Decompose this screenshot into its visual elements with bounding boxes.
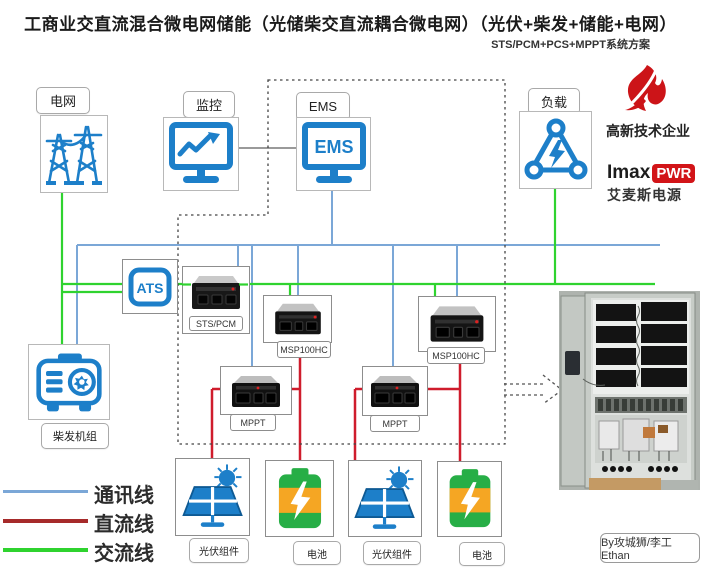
ac-bus-stubs [182,283,248,286]
pwr-badge: PWR [652,163,696,183]
msp100hc-label-2: MSP100HC [427,347,485,364]
mppt-node-2 [362,366,428,416]
legend-label-ac: 交流线 [94,543,154,565]
battery-node-2 [437,461,502,537]
monitor-node [163,117,239,191]
legend-line-dc [3,519,88,523]
genset-node [28,344,110,420]
ats-switch-icon: ATS [128,267,172,306]
imax-brand-text: Imax [607,162,651,183]
ems-monitor-icon: EMS [301,122,366,183]
rack-device-icon [192,276,240,309]
battery-label-2: 电池 [459,542,505,566]
ats-node: ATS [122,259,178,314]
grid-node [40,115,108,193]
rack-device-icon [274,303,321,335]
legend-line-comm [3,490,88,493]
legend-line-ac [3,548,88,552]
mppt-label-1: MPPT [230,414,276,431]
solar-panel-icon [181,464,243,527]
sts-pcm-label: STS/PCM [189,316,243,331]
page-subtitle: STS/PCM+PCS+MPPT系统方案 [491,39,650,51]
transmission-tower-icon [45,125,103,185]
credit-badge: By攻城狮/李工Ethan [600,533,700,563]
hightech-logo [617,64,673,120]
load-node [519,111,592,189]
ems-node: EMS [296,117,371,191]
legend-label-comm: 通讯线 [94,485,154,507]
pv-label-2: 光伏组件 [363,541,421,565]
rack-device-icon [371,376,419,407]
mppt-label-2: MPPT [370,415,420,432]
flame-icon [625,65,666,111]
msp100hc-node-2 [418,296,496,352]
legend-label-dc: 直流线 [94,514,154,536]
comm-lines [76,189,660,367]
cabinet-photo-image [559,291,700,490]
dashed-arrow-icon [504,374,564,405]
pv-label-1: 光伏组件 [189,538,249,563]
msp100hc-label-1: MSP100HC [277,341,331,358]
msp100hc-node-1 [263,295,332,343]
battery-node-1 [265,460,334,537]
rack-device-icon [232,375,280,407]
cabinet-photo [559,291,700,490]
page-title: 工商业交直流混合微电网储能（光储柴交直流耦合微电网）（光伏+柴发+储能+电网） [24,15,677,34]
ems-screen-text: EMS [314,137,353,157]
pv-node-1 [175,458,250,536]
load-label: 负载 [528,88,580,115]
mppt-node-1 [220,366,292,415]
monitor-label: 监控 [183,91,235,118]
ats-text: ATS [137,280,164,296]
pv-node-2 [348,460,422,537]
rack-device-icon [430,306,484,342]
genset-label: 柴发机组 [41,423,109,449]
generator-icon [36,353,102,412]
monitor-chart-icon [169,122,233,183]
battery-label-1: 电池 [293,541,341,565]
load-triangle-icon [524,118,587,180]
dc-lines [210,350,462,461]
sts-pcm-node: STS/PCM [182,266,250,334]
solar-panel-icon [354,465,415,529]
battery-icon [449,469,490,528]
imaxpwr-logo: Imax PWR 艾麦斯电源 [607,162,699,205]
battery-icon [278,467,321,528]
grid-label: 电网 [36,87,90,114]
hightech-text: 高新技术企业 [606,123,690,139]
imax-subtext: 艾麦斯电源 [607,187,682,203]
